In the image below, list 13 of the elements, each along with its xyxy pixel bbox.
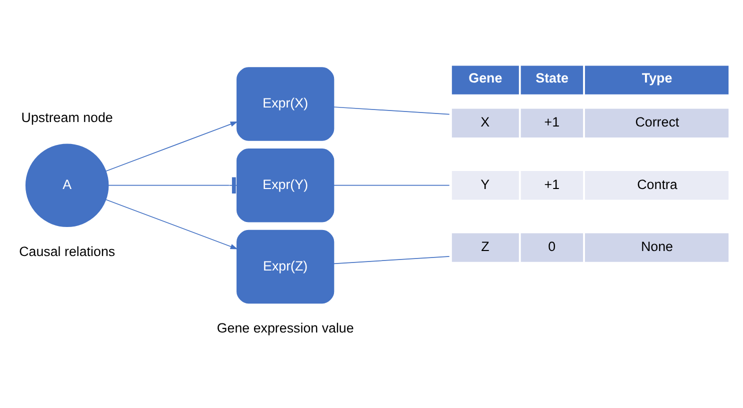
label: Upstream node: [21, 109, 113, 124]
connector: [333, 255, 450, 264]
node-box: Expr(Y): [236, 148, 334, 222]
node-circle: A: [25, 143, 109, 226]
label: Gene expression value: [216, 320, 354, 335]
connector: [333, 106, 450, 114]
node-box: Expr(Z): [236, 229, 334, 304]
connector: [108, 176, 238, 193]
arrow: [106, 120, 238, 172]
arrow: [106, 198, 238, 249]
node-box: Expr(X): [236, 66, 334, 140]
connector: [333, 184, 450, 186]
label: Causal relations: [19, 243, 116, 258]
